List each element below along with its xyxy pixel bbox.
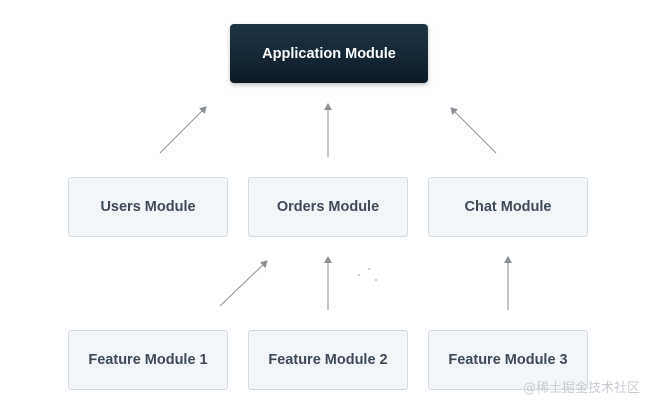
users-module-label: Users Module — [100, 199, 196, 215]
chat-module-label: Chat Module — [464, 199, 552, 215]
orders-module-node: Orders Module — [248, 177, 408, 237]
feature-module-1-node: Feature Module 1 — [68, 330, 228, 390]
application-module-node: Application Module — [230, 24, 428, 83]
feature-module-3-node: Feature Module 3 — [428, 330, 588, 390]
feature-module-3-label: Feature Module 3 — [448, 352, 568, 368]
chat-module-node: Chat Module — [428, 177, 588, 237]
application-module-label: Application Module — [262, 45, 396, 62]
users-module-node: Users Module — [68, 177, 228, 237]
feature-module-2-label: Feature Module 2 — [268, 352, 388, 368]
edge-feature1-to-orders — [219, 260, 268, 307]
orders-module-label: Orders Module — [276, 199, 380, 215]
edge-chat-to-application — [450, 107, 497, 154]
edge-users-to-application — [159, 106, 207, 154]
watermark-text: @稀土掘金技术社区 — [522, 381, 640, 396]
feature-module-1-label: Feature Module 1 — [88, 352, 208, 368]
feature-module-2-node: Feature Module 2 — [248, 330, 408, 390]
